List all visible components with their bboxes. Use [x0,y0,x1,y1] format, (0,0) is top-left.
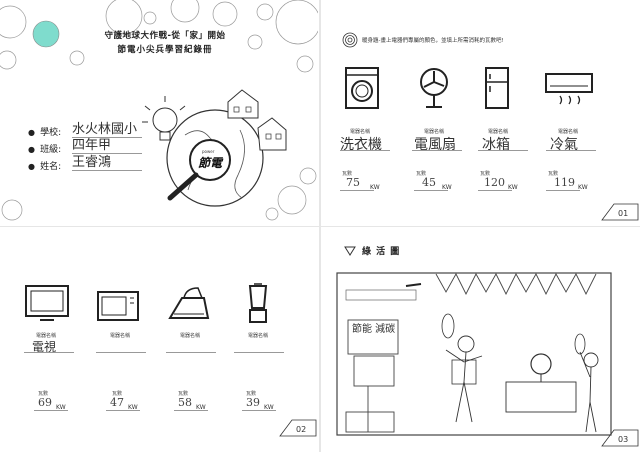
name-label: 電器名稱 [35,333,56,339]
watt-label: 瓦數 [547,171,558,177]
field-class-value[interactable]: 四年甲 [72,134,142,154]
lightbulb-icon [142,96,186,141]
bulb-icon: ● [28,145,35,154]
watt-line [242,410,276,411]
field-school: ● 學校: [28,120,61,139]
fan-icon [420,68,448,108]
field-label: 姓名: [40,162,62,172]
name-label: 電器名稱 [423,129,444,135]
field-name: ● 姓名: [28,154,61,173]
horizontal-divider [0,226,640,227]
watt-line [34,410,68,411]
name-label: 電器名稱 [179,333,200,339]
name-label: 電器名稱 [349,129,370,135]
name-line [546,150,596,151]
page-number-badge [279,419,317,437]
instruction-text: 暖身題-畫上電器們專屬的顏色，並填上所需消耗的瓦數吧! [362,38,504,44]
watt-unit: KW [442,184,452,191]
iron-icon [168,287,210,319]
page-number: 02 [296,425,307,434]
watt-line [478,190,512,191]
name-line [166,352,216,353]
page-number-badge [601,203,639,221]
watt-label: 瓦數 [415,171,426,177]
watt-value[interactable]: 47 [110,396,124,409]
bulb-icon: ● [28,128,35,137]
name-label: 電器名稱 [247,333,268,339]
microwave-icon [97,291,139,321]
watt-line [414,190,448,191]
watt-unit: KW [370,184,380,191]
watt-line [340,190,374,191]
name-line [96,352,146,353]
watt-unit: KW [508,184,518,191]
name-line [412,150,462,151]
watt-line [174,410,208,411]
watt-value[interactable]: 75 [346,176,360,189]
air-conditioner-icon [545,73,593,105]
field-name-value[interactable]: 王睿鴻 [72,151,142,171]
watt-line [106,410,140,411]
page-number: 03 [618,435,629,444]
page-number: 01 [618,209,629,218]
watt-unit: KW [578,184,588,191]
watt-unit: KW [264,404,274,411]
triangle-icon [344,246,356,256]
page-number-badge [601,429,639,447]
tv-icon [25,285,69,321]
washing-machine-icon [345,67,379,109]
watt-value[interactable]: 58 [178,396,192,409]
watt-label: 瓦數 [479,171,490,177]
target-icon [342,32,358,48]
name-label: 電器名稱 [109,333,130,339]
watt-line [546,190,580,191]
watt-unit: KW [56,404,66,411]
field-label: 學校: [40,128,62,138]
logo-text: 節電 [198,156,223,170]
watt-value[interactable]: 119 [554,176,575,189]
watt-label: 瓦數 [111,391,122,397]
logo-small-text: power [202,149,215,154]
watt-value[interactable]: 39 [246,396,260,409]
name-label: 電器名稱 [487,129,508,135]
drawing-heading: 綠 活 圖 [362,247,401,257]
watt-label: 瓦數 [177,391,188,397]
watt-value[interactable]: 120 [484,176,505,189]
name-line [234,352,284,353]
watt-label: 瓦數 [245,391,256,397]
appliance-name-value[interactable]: 冰箱 [482,137,510,153]
decorative-circles [0,0,318,221]
page-01: 暖身題-畫上電器們專屬的顏色，並填上所需消耗的瓦數吧! 電器名稱 電器名稱 電器… [322,0,640,225]
name-line [24,352,74,353]
blender-icon [248,283,268,323]
field-class: ● 班級: [28,137,61,156]
name-line [340,150,390,151]
watt-unit: KW [128,404,138,411]
name-line [478,150,528,151]
page-02: 電器名稱 電器名稱 電器名稱 電器名稱 電視 瓦數 瓦數 瓦數 瓦數 69 KW… [0,228,318,452]
cover-subtitle: 節電小尖兵學習紀錄冊 [117,45,213,55]
watt-value[interactable]: 69 [38,396,52,409]
watt-value[interactable]: 45 [422,176,436,189]
watt-label: 瓦數 [37,391,48,397]
field-school-value[interactable]: 水火林國小 [72,118,142,138]
appliance-name-value[interactable]: 冷氣 [550,137,578,153]
drawing-sign-text: 節能 減碳 [352,324,396,335]
appliance-name-value[interactable]: 洗衣機 [340,137,382,153]
field-label: 班級: [40,145,62,155]
cover-title: 守護地球大作戰-從「家」開始 [104,31,226,41]
appliance-name-value[interactable]: 電風扇 [414,137,456,153]
cover-page: 守護地球大作戰-從「家」開始 節電小尖兵學習紀錄冊 ● 學校: 水火林國小 ● … [0,0,318,225]
appliance-name-value[interactable]: 電視 [32,340,57,354]
watt-label: 瓦數 [341,171,352,177]
watt-unit: KW [196,404,206,411]
green-life-drawing [336,272,612,436]
bulb-icon: ● [28,162,35,171]
name-label: 電器名稱 [557,129,578,135]
earth-illustration [142,89,287,207]
page-03: 綠 活 圖 節能 減碳 03 [322,228,640,452]
fridge-icon [485,67,509,109]
